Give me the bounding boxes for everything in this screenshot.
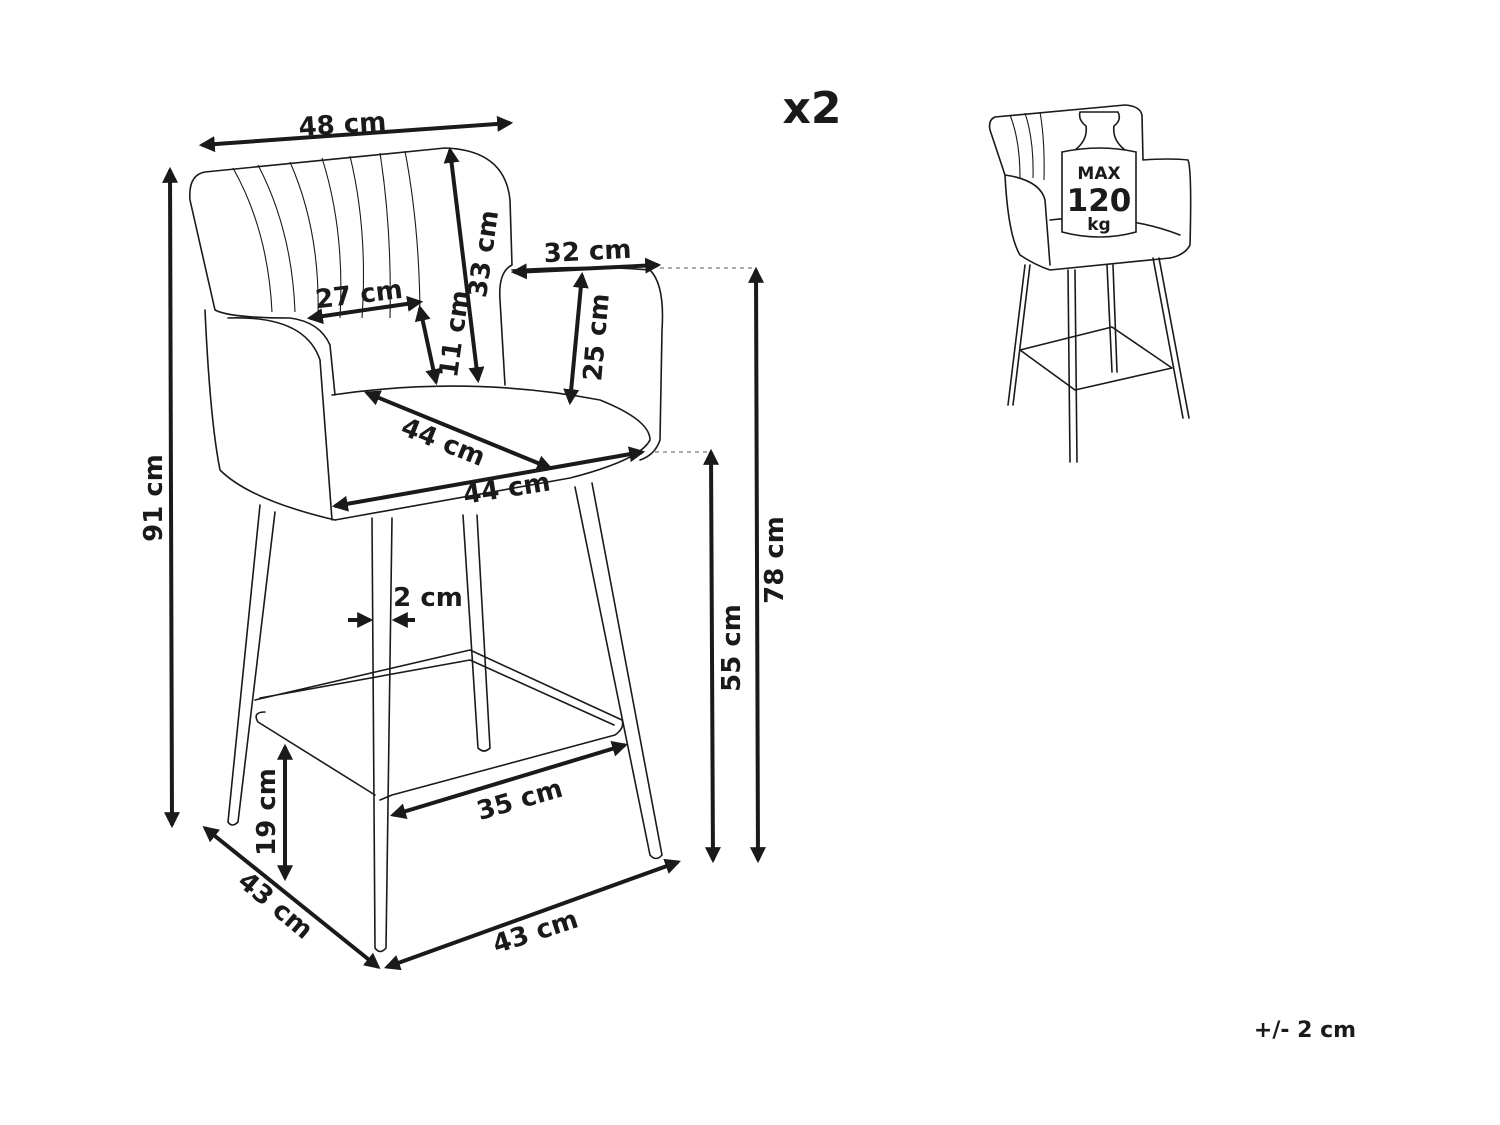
label-inner-back-width: 27 cm: [314, 275, 405, 315]
label-seat-height: 55 cm: [717, 604, 747, 692]
quantity-label: x2: [783, 83, 842, 134]
capacity-value: 120: [1067, 183, 1132, 219]
label-footrest-height: 19 cm: [252, 768, 282, 856]
label-armrest-height: 25 cm: [578, 292, 616, 382]
label-inner-back-height: 11 cm: [434, 288, 476, 379]
label-armrest-depth: 32 cm: [543, 235, 632, 270]
label-footrest-width: 35 cm: [473, 774, 566, 827]
label-base-depth: 43 cm: [232, 866, 319, 945]
dimension-lines: [162, 115, 766, 971]
capacity-unit: kg: [1087, 215, 1110, 235]
label-armrest-floor-height: 78 cm: [760, 516, 790, 604]
label-seat-width: 44 cm: [461, 467, 552, 510]
tolerance-note: +/- 2 cm: [1254, 1018, 1356, 1043]
capacity-max-label: MAX: [1077, 164, 1120, 184]
label-leg-diameter: 2 cm: [393, 583, 463, 613]
label-backrest-height: 33 cm: [463, 208, 505, 299]
label-total-height: 91 cm: [139, 454, 169, 542]
label-backrest-width: 48 cm: [298, 107, 388, 143]
weight-capacity-badge: MAX 120 kg: [1061, 111, 1137, 238]
label-seat-depth: 44 cm: [397, 412, 490, 473]
